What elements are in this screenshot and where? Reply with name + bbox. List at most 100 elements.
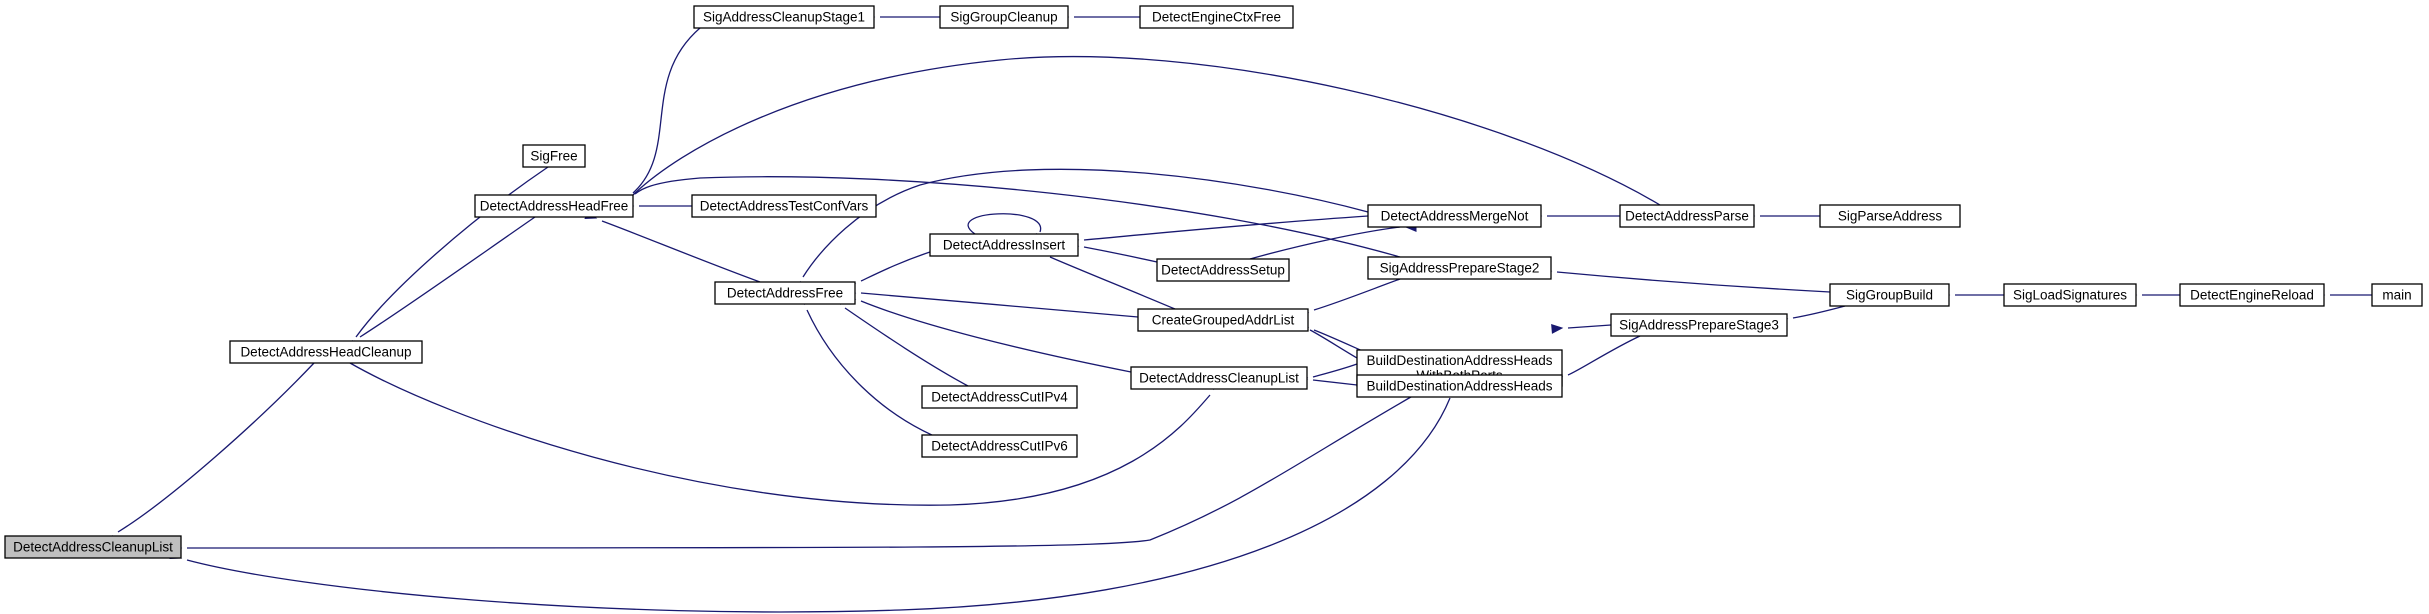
node-dains[interactable]: DetectAddressInsert	[929, 233, 1079, 257]
node-main[interactable]: main	[2371, 283, 2423, 307]
edge-saps3-to-bdah	[1550, 335, 1641, 386]
edge-dahf-to-dahc	[342, 216, 536, 351]
node-box	[229, 340, 423, 364]
node-box	[1356, 374, 1563, 398]
edge-dacut6-to-daf	[795, 292, 961, 447]
node-dacut4[interactable]: DetectAddressCutIPv4	[921, 385, 1078, 409]
node-box	[691, 194, 877, 218]
node-label: SigGroupCleanup	[950, 10, 1057, 25]
node-dacl0[interactable]: DetectAddressCleanupList	[4, 535, 182, 559]
node-label: DetectAddressSetup	[1161, 263, 1285, 278]
edge-bdah-to-dacl0	[169, 397, 1451, 613]
node-dectxfree[interactable]: DetectEngineCtxFree	[1139, 5, 1294, 29]
edge-line	[632, 27, 701, 194]
edge-line	[632, 55, 1661, 206]
node-sls[interactable]: SigLoadSignatures	[2003, 283, 2137, 307]
node-spa[interactable]: SigParseAddress	[1819, 204, 1961, 228]
node-damn[interactable]: DetectAddressMergeNot	[1367, 204, 1542, 228]
edge-line	[844, 307, 969, 387]
edge-line	[634, 176, 1401, 258]
node-box	[1156, 258, 1290, 282]
edge-dasetup-to-dains	[1066, 239, 1158, 263]
node-label: SigAddressCleanupStage1	[703, 10, 865, 25]
edge-line	[1249, 226, 1401, 260]
edge-line	[860, 292, 1139, 318]
edge-bdahwbp-to-dacl0	[170, 385, 1431, 553]
node-box	[1130, 366, 1308, 390]
node-box	[929, 233, 1079, 257]
node-box	[1619, 204, 1755, 228]
node-box	[1137, 308, 1309, 332]
node-label: SigAddressPrepareStage3	[1619, 318, 1779, 333]
node-dasetup[interactable]: DetectAddressSetup	[1156, 258, 1290, 282]
node-sgc[interactable]: SigGroupCleanup	[939, 5, 1069, 29]
edge-line	[117, 362, 315, 533]
edge-line	[802, 168, 1369, 278]
node-label: DetectAddressInsert	[943, 238, 1066, 253]
node-label: DetectAddressCleanupList	[13, 540, 173, 555]
node-cgal[interactable]: CreateGroupedAddrList	[1137, 308, 1309, 332]
node-datcv[interactable]: DetectAddressTestConfVars	[691, 194, 877, 218]
edge-cgal-to-daf	[844, 287, 1139, 318]
node-box	[1367, 256, 1552, 280]
node-label: main	[2382, 288, 2411, 303]
node-box	[4, 535, 182, 559]
node-label: SigFree	[530, 149, 577, 164]
edge-line	[860, 300, 1132, 373]
node-dacl1[interactable]: DetectAddressCleanupList	[1130, 366, 1308, 390]
arrow-head-icon	[1551, 323, 1564, 334]
node-label: DetectEngineCtxFree	[1152, 10, 1281, 25]
node-bdah[interactable]: BuildDestinationAddressHeads	[1356, 374, 1563, 398]
edge-line	[967, 213, 1042, 235]
node-saps2[interactable]: SigAddressPrepareStage2	[1367, 256, 1552, 280]
node-box	[474, 194, 634, 218]
node-saps3[interactable]: SigAddressPrepareStage3	[1610, 313, 1788, 337]
edge-line	[186, 397, 1451, 613]
node-label: DetectAddressHeadCleanup	[240, 345, 411, 360]
edge-dahc-to-dacl1	[349, 362, 1224, 506]
edge-line	[1309, 329, 1358, 359]
node-label: CreateGroupedAddrList	[1152, 313, 1295, 328]
node-label: SigAddressPrepareStage2	[1380, 261, 1540, 276]
edge-line	[1556, 271, 1831, 293]
node-box	[921, 385, 1078, 409]
node-label: SigGroupBuild	[1846, 288, 1933, 303]
node-sigfree[interactable]: SigFree	[522, 144, 586, 168]
edge-spa-to-daparse	[1743, 211, 1820, 221]
node-box	[1829, 283, 1950, 307]
edge-sgc-to-sacs1	[863, 12, 940, 22]
edge-line	[349, 362, 1211, 506]
edge-dains-to-daf	[843, 251, 931, 293]
node-label: SigParseAddress	[1838, 209, 1943, 224]
node-daparse[interactable]: DetectAddressParse	[1619, 204, 1755, 228]
node-label: SigLoadSignatures	[2013, 288, 2127, 303]
node-der[interactable]: DetectEngineReload	[2179, 283, 2325, 307]
node-sgb[interactable]: SigGroupBuild	[1829, 283, 1950, 307]
edge-line	[186, 385, 1431, 549]
edge-line	[355, 166, 549, 338]
node-label: DetectAddressCleanupList	[1139, 371, 1299, 386]
node-box	[2371, 283, 2423, 307]
edge-daparse-to-dahf	[616, 55, 1661, 209]
edge-saps2-to-cgal	[1296, 278, 1401, 322]
node-box	[1367, 204, 1542, 228]
node-dahc[interactable]: DetectAddressHeadCleanup	[229, 340, 423, 364]
edge-line	[1312, 379, 1358, 386]
node-label: BuildDestinationAddressHeads	[1366, 353, 1552, 368]
node-label: DetectAddressFree	[727, 286, 843, 301]
node-dahf[interactable]: DetectAddressHeadFree	[474, 194, 634, 218]
node-label: DetectAddressMergeNot	[1381, 209, 1529, 224]
node-dacut6[interactable]: DetectAddressCutIPv6	[921, 434, 1078, 458]
node-box	[693, 5, 875, 29]
node-daf[interactable]: DetectAddressFree	[714, 281, 856, 305]
edge-line	[1049, 256, 1176, 310]
node-sacs1[interactable]: SigAddressCleanupStage1	[693, 5, 875, 29]
edge-line	[1567, 335, 1641, 376]
node-box	[921, 434, 1078, 458]
edge-line	[359, 216, 536, 338]
node-box	[1139, 5, 1294, 29]
node-label: DetectAddressTestConfVars	[700, 199, 869, 214]
node-box	[2003, 283, 2137, 307]
node-label: DetectAddressHeadFree	[480, 199, 629, 214]
